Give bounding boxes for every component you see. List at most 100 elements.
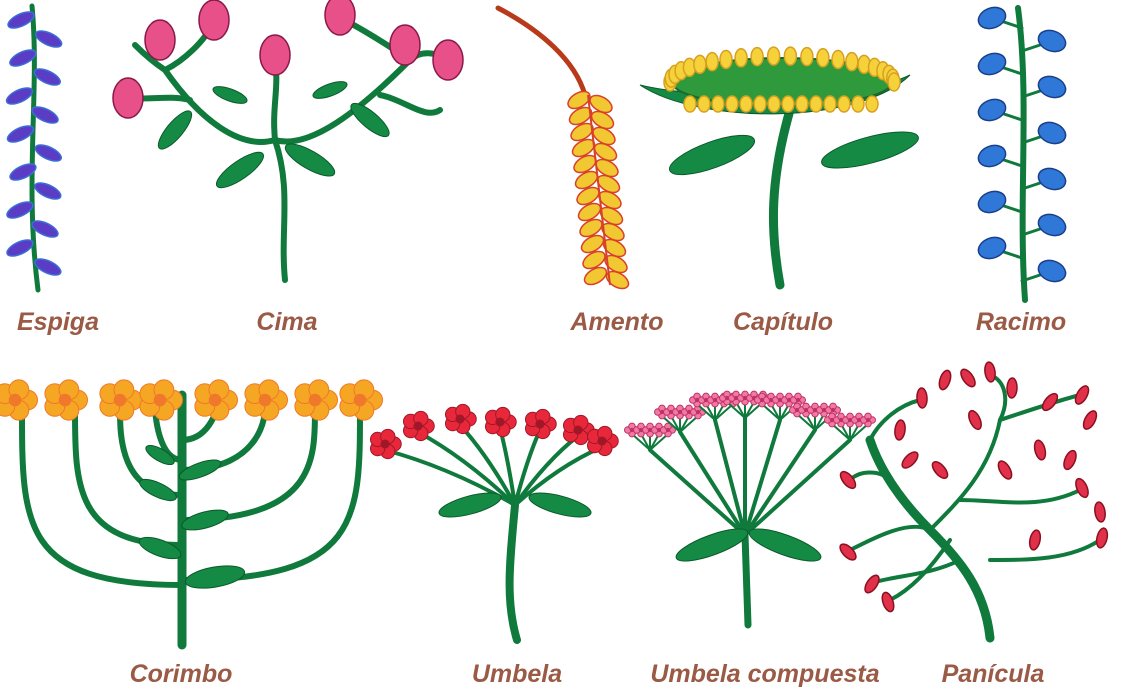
- flower-cluster: [525, 409, 556, 438]
- espiga-illustration: [4, 6, 64, 290]
- flower: [1073, 477, 1090, 499]
- flower-center: [259, 394, 272, 407]
- flower: [113, 78, 143, 118]
- flower: [880, 591, 896, 613]
- label-capitulo: Capítulo: [733, 307, 833, 337]
- corimbo-illustration: [0, 380, 383, 645]
- flower-center: [495, 417, 504, 426]
- stalk: [498, 8, 585, 95]
- flower: [837, 541, 858, 562]
- flower: [1035, 211, 1068, 239]
- flower: [684, 96, 696, 112]
- flower: [1035, 119, 1068, 147]
- flower-cluster: [403, 411, 434, 440]
- flower: [32, 66, 62, 89]
- amento-illustration: [498, 8, 631, 292]
- stem: [890, 540, 950, 600]
- stem: [850, 527, 930, 550]
- flower: [866, 96, 878, 112]
- flower: [975, 96, 1008, 124]
- flower-center: [666, 428, 670, 432]
- leaf: [153, 106, 196, 153]
- flower-center: [309, 394, 322, 407]
- flower: [145, 20, 175, 60]
- stem: [1000, 395, 1080, 420]
- flower: [33, 180, 63, 203]
- flower: [838, 469, 859, 491]
- flower-center: [380, 439, 389, 448]
- flower: [975, 4, 1008, 32]
- flower-center: [413, 421, 422, 430]
- flower: [735, 49, 747, 67]
- flower: [838, 96, 850, 112]
- flower-center: [535, 419, 544, 428]
- leaf: [211, 83, 249, 107]
- leaf: [818, 125, 921, 176]
- flower: [899, 449, 920, 470]
- label-cima: Cima: [256, 307, 317, 337]
- flower: [984, 361, 997, 382]
- stem: [773, 110, 790, 285]
- flower-cluster: [45, 380, 88, 420]
- leaf: [527, 488, 593, 522]
- label-corimbo: Corimbo: [130, 659, 233, 689]
- flower: [784, 47, 796, 65]
- stem: [274, 70, 276, 140]
- flower: [754, 96, 766, 112]
- panicula-illustration: [837, 361, 1109, 638]
- flower: [810, 96, 822, 112]
- flower: [852, 96, 864, 112]
- umbela-compuesta-illustration: [625, 391, 876, 625]
- stem: [75, 410, 182, 545]
- label-amento: Amento: [570, 307, 663, 337]
- label-umbela: Umbela: [472, 659, 562, 689]
- stem: [745, 535, 748, 625]
- flower: [5, 237, 35, 260]
- flower: [1028, 529, 1042, 551]
- flower: [768, 96, 780, 112]
- flower: [698, 96, 710, 112]
- flower-center: [114, 394, 127, 407]
- flower: [768, 47, 780, 65]
- flower: [694, 55, 706, 73]
- label-umbela-compuesta: Umbela compuesta: [650, 659, 879, 689]
- flower: [1035, 73, 1068, 101]
- label-panicula: Panícula: [942, 659, 1045, 689]
- stem: [275, 140, 285, 280]
- flower: [796, 96, 808, 112]
- flower-cluster: [587, 426, 618, 455]
- flower: [930, 459, 951, 481]
- flower: [801, 48, 813, 66]
- flower-center: [866, 418, 870, 422]
- flower: [1007, 378, 1018, 398]
- flower: [33, 28, 63, 51]
- leaf: [281, 138, 338, 182]
- flower: [720, 50, 732, 68]
- stem: [990, 540, 1100, 560]
- label-espiga: Espiga: [17, 307, 99, 337]
- flower: [1093, 501, 1106, 522]
- leaf: [184, 562, 247, 592]
- flower: [433, 40, 463, 80]
- flower: [975, 188, 1008, 216]
- flower: [975, 234, 1008, 262]
- leaf: [137, 533, 184, 563]
- flower: [916, 388, 927, 408]
- flower-center: [9, 394, 22, 407]
- flower: [325, 0, 355, 35]
- flower: [390, 25, 420, 65]
- flower: [832, 50, 844, 68]
- flower-center: [696, 410, 700, 414]
- cima-illustration: [113, 0, 463, 280]
- flower: [1081, 409, 1099, 431]
- flower: [846, 53, 858, 71]
- flower: [817, 49, 829, 67]
- flower: [726, 96, 738, 112]
- flower: [712, 96, 724, 112]
- flower: [958, 367, 978, 389]
- flower-cluster: [340, 380, 383, 420]
- leaf: [180, 506, 231, 534]
- flower-center: [597, 436, 606, 445]
- flower-cluster: [485, 407, 516, 436]
- flower-cluster: [195, 380, 238, 420]
